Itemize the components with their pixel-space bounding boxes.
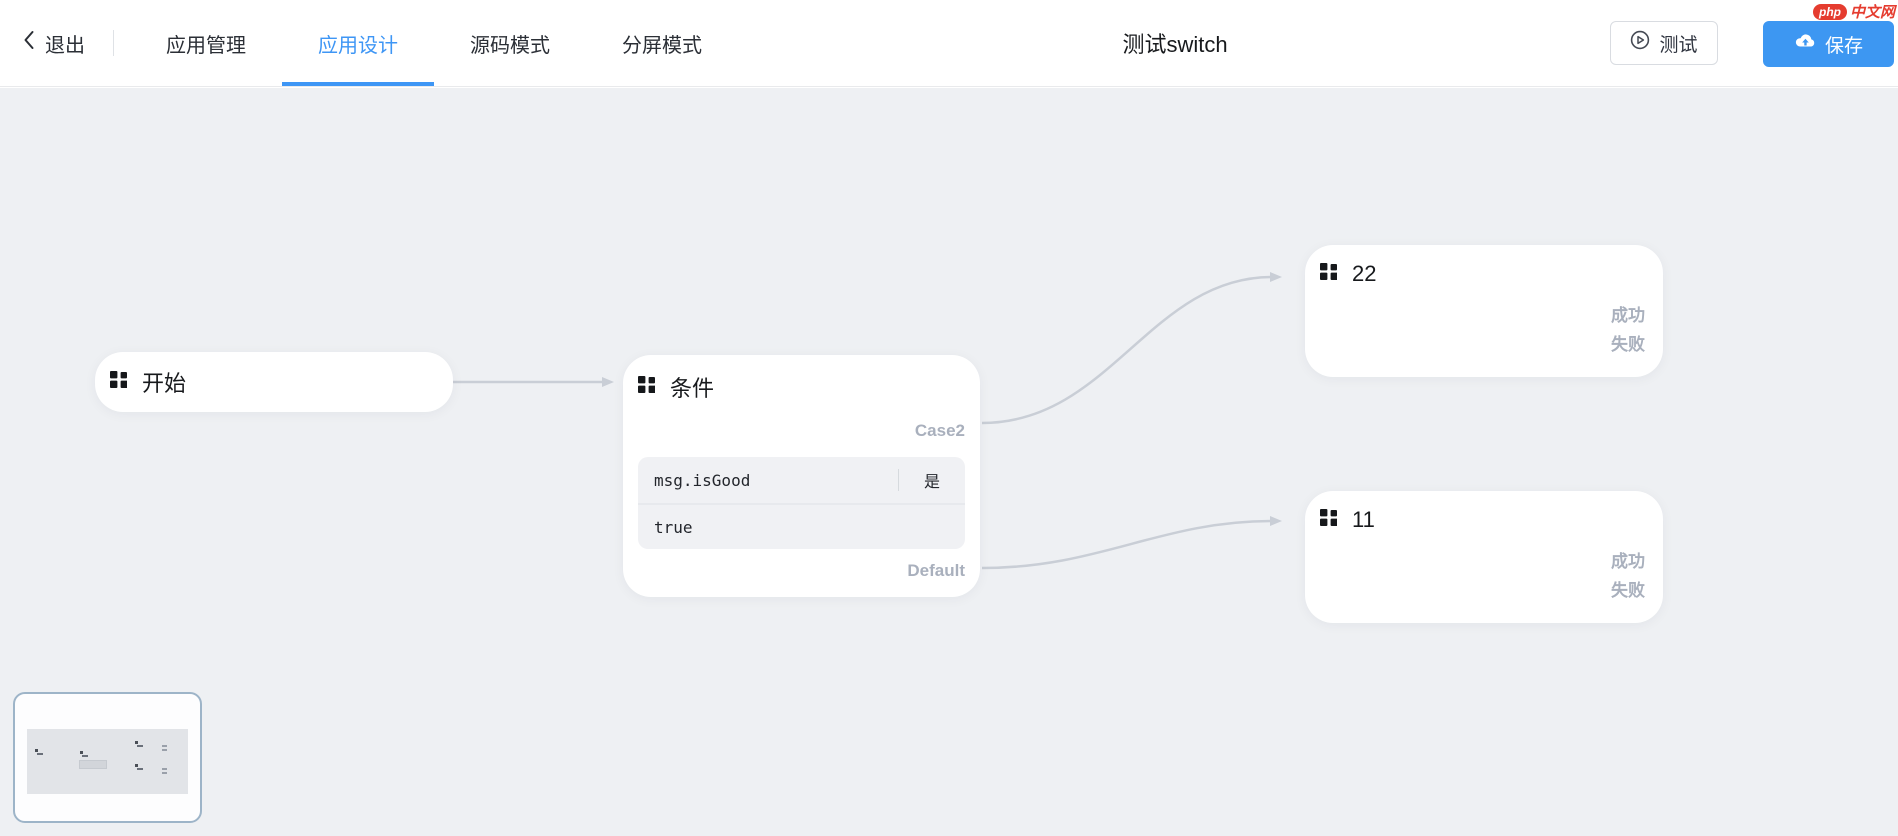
- save-button[interactable]: 保存: [1763, 21, 1894, 67]
- test-button-label: 测试: [1659, 34, 1698, 56]
- node-start-title: 开始: [142, 371, 187, 396]
- minimap-rules-mark: [79, 760, 107, 769]
- tab-split-mode[interactable]: 分屏模式: [622, 34, 702, 57]
- node-22-output-ports: 成功 失败: [1611, 301, 1645, 359]
- output-port-success[interactable]: 成功: [1611, 306, 1645, 325]
- play-circle-icon: [1630, 30, 1650, 56]
- edge-layer: [453, 272, 1282, 570]
- grid-icon: [1320, 509, 1338, 531]
- exit-button[interactable]: 退出: [22, 29, 85, 58]
- minimap-node-mark: [135, 764, 145, 770]
- grid-icon: [1320, 263, 1338, 285]
- header-divider: [113, 30, 114, 56]
- mode-tabs: 应用管理 应用设计 源码模式 分屏模式: [130, 0, 738, 86]
- node-22-header: 22: [1305, 245, 1663, 287]
- output-port-failure[interactable]: 失败: [1611, 335, 1645, 354]
- condition-rule-row: true: [638, 503, 965, 549]
- php-logo-badge: php: [1812, 3, 1847, 20]
- node-11-title: 11: [1352, 507, 1375, 532]
- chevron-left-icon: [22, 30, 35, 56]
- node-condition[interactable]: 条件 Case2 msg.isGood 是 true Default: [623, 355, 980, 597]
- node-condition-header: 条件: [623, 355, 980, 403]
- node-start[interactable]: 开始: [95, 352, 453, 412]
- grid-icon: [638, 376, 656, 398]
- node-start-header: 开始: [95, 352, 453, 412]
- node-condition-title: 条件: [670, 376, 715, 401]
- minimap-node-mark: [135, 741, 145, 747]
- minimap-port-mark: [162, 768, 167, 774]
- tab-app-management[interactable]: 应用管理: [166, 34, 246, 57]
- top-toolbar: 退出 应用管理 应用设计 源码模式 分屏模式 测试switch 测试 保存 ph…: [0, 0, 1898, 87]
- output-port-case2[interactable]: Case2: [914, 421, 965, 440]
- rule-divider: [898, 469, 899, 491]
- node-11-output-ports: 成功 失败: [1611, 547, 1645, 605]
- minimap-node-mark: [35, 749, 45, 755]
- cloud-upload-icon: [1794, 30, 1816, 58]
- save-button-label: 保存: [1824, 35, 1863, 57]
- exit-label: 退出: [45, 34, 85, 57]
- flow-canvas[interactable]: 开始 条件 Case2 msg.isGood 是 true Default: [0, 88, 1898, 836]
- php-logo-text: 中文网: [1849, 4, 1895, 21]
- test-button[interactable]: 测试: [1610, 21, 1718, 65]
- node-22[interactable]: 22 成功 失败: [1305, 245, 1663, 377]
- php-site-logo: php 中文网: [1812, 1, 1895, 22]
- condition-operator: 是: [923, 474, 940, 491]
- output-port-default[interactable]: Default: [907, 561, 965, 580]
- node-11-header: 11: [1305, 491, 1663, 533]
- condition-rules-box: msg.isGood 是 true: [638, 457, 965, 549]
- minimap[interactable]: [13, 692, 202, 823]
- tab-app-design[interactable]: 应用设计: [282, 0, 434, 86]
- minimap-node-mark: [80, 751, 90, 757]
- output-port-failure[interactable]: 失败: [1611, 581, 1645, 600]
- minimap-port-mark: [162, 745, 167, 751]
- node-11[interactable]: 11 成功 失败: [1305, 491, 1663, 623]
- condition-expression: msg.isGood: [654, 470, 751, 490]
- edge-default-to-11: [981, 516, 1282, 570]
- edge-case2-to-22: [981, 272, 1282, 425]
- condition-expression: true: [654, 517, 693, 537]
- page-title: 测试switch: [1122, 32, 1228, 57]
- condition-rule-row: msg.isGood 是: [638, 457, 965, 503]
- grid-icon: [110, 371, 128, 393]
- node-22-title: 22: [1352, 261, 1377, 286]
- output-port-success[interactable]: 成功: [1611, 552, 1645, 571]
- tab-source-mode[interactable]: 源码模式: [470, 34, 550, 57]
- minimap-viewport: [27, 729, 188, 794]
